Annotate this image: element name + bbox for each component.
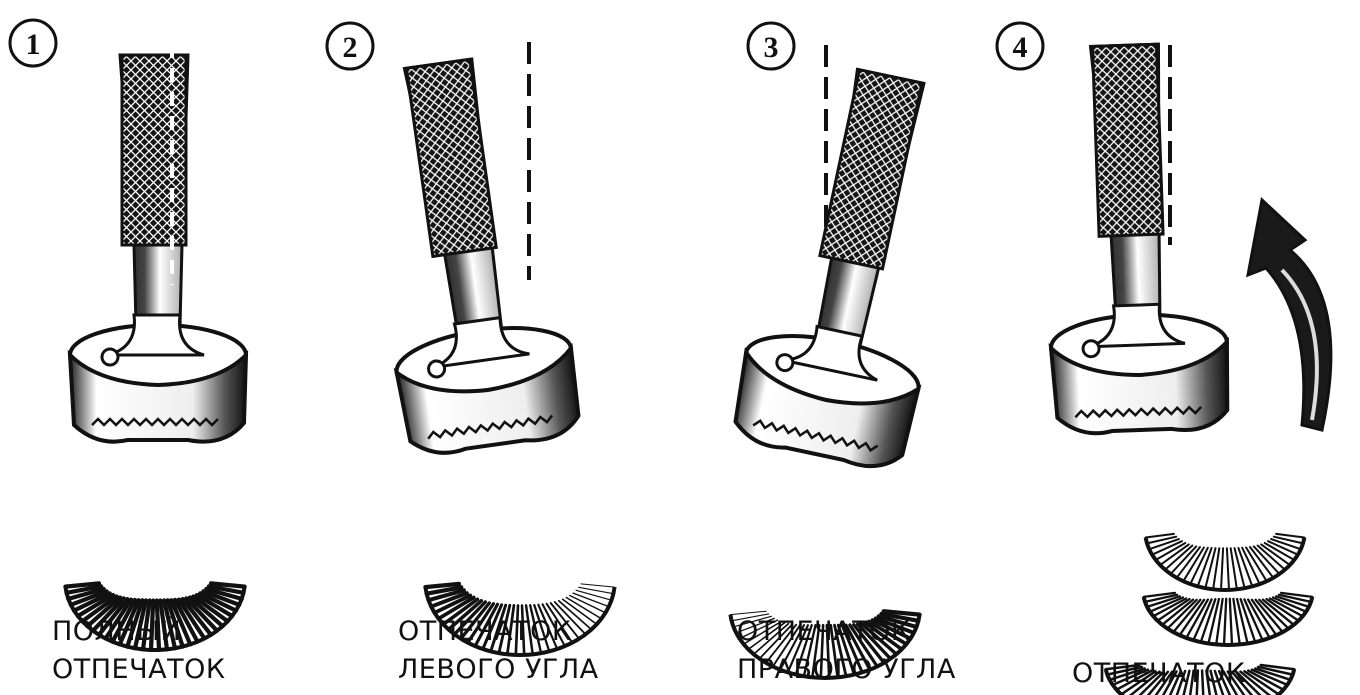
step-2: 2 bbox=[327, 23, 615, 655]
svg-text:4: 4 bbox=[1013, 31, 1028, 64]
stamp-tool-icon bbox=[70, 55, 246, 442]
lash-stroke bbox=[1276, 534, 1304, 538]
step-badge: 4 bbox=[997, 23, 1043, 69]
stamp-tool-icon bbox=[355, 51, 583, 458]
step-3: 3 bbox=[728, 23, 981, 678]
lash-stroke bbox=[1227, 548, 1229, 590]
lash-base bbox=[1146, 538, 1305, 590]
stamp-tool-icon bbox=[1041, 42, 1230, 435]
step-caption: ОТПЕЧАТОКПРАВОГО УГЛА bbox=[737, 613, 956, 689]
step-badge: 2 bbox=[327, 23, 373, 69]
step-caption: ОТПЕЧАТОКЛЕВОГО УГЛА bbox=[398, 613, 599, 689]
eyelash-print-icon bbox=[1146, 534, 1305, 590]
step-4: 4 bbox=[997, 23, 1331, 695]
svg-text:2: 2 bbox=[343, 31, 358, 64]
lash-stroke bbox=[581, 584, 615, 587]
svg-text:3: 3 bbox=[764, 31, 779, 64]
step-caption: ОТПЕЧАТОК bbox=[1072, 655, 1246, 693]
lash-stroke bbox=[576, 590, 611, 600]
step-badge: 3 bbox=[748, 23, 794, 69]
eyelash-print-icon bbox=[1144, 593, 1313, 645]
lash-stroke bbox=[1224, 599, 1226, 645]
svg-text:1: 1 bbox=[26, 28, 41, 61]
lash-stroke bbox=[1230, 599, 1232, 645]
rotate-arrow-icon bbox=[1248, 200, 1331, 430]
lash-stroke bbox=[1146, 534, 1174, 538]
stamp-tool-icon bbox=[728, 59, 981, 474]
step-caption: ПОЛНЫЙОТПЕЧАТОК bbox=[52, 613, 226, 689]
lash-stroke bbox=[1221, 548, 1223, 590]
step-1: 1 bbox=[10, 20, 246, 650]
step-badge: 1 bbox=[10, 20, 56, 66]
